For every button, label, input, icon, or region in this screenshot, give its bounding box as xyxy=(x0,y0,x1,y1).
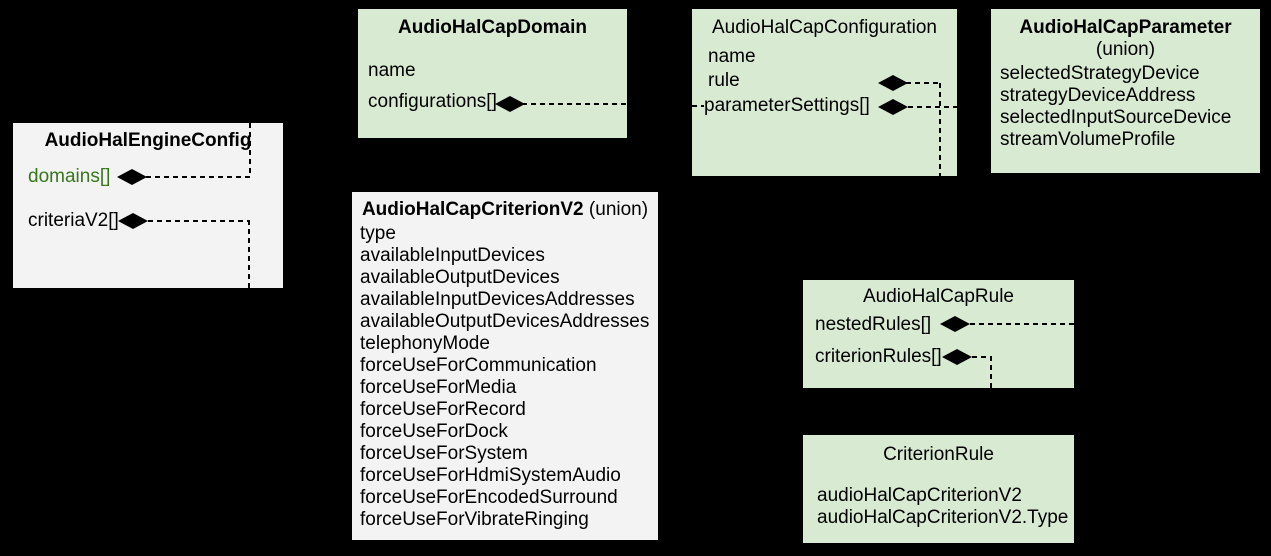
field-force-use-for-system: forceUseForSystem xyxy=(360,443,528,464)
field-stream-volume-profile: streamVolumeProfile xyxy=(1000,129,1176,150)
field-telephony-mode: telephonyMode xyxy=(360,333,490,354)
connector-domains-horizontal xyxy=(146,176,250,178)
field-force-use-for-vibrate-ringing: forceUseForVibrateRinging xyxy=(360,509,589,530)
composition-diamond-icon xyxy=(942,349,972,365)
field-force-use-for-dock: forceUseForDock xyxy=(360,421,508,442)
composition-diamond-icon xyxy=(117,169,147,185)
node-title-main: AudioHalCapCriterionV2 xyxy=(361,199,584,220)
node-title: AudioHalCapConfiguration xyxy=(712,17,937,38)
connector-nested-rules-horizontal xyxy=(970,323,1074,325)
field-strategy-device-address: strategyDeviceAddress xyxy=(1000,85,1196,106)
field-parameter-settings: parameterSettings[] xyxy=(704,95,870,116)
field-criterion-rules: criterionRules[] xyxy=(815,346,942,367)
field-audio-hal-cap-criterion-v2: audioHalCapCriterionV2 xyxy=(817,485,1022,506)
node-audio-hal-cap-domain: AudioHalCapDomain name configurations[] xyxy=(358,9,627,138)
field-force-use-for-hdmi-system-audio: forceUseForHdmiSystemAudio xyxy=(360,465,621,486)
field-nested-rules: nestedRules[] xyxy=(815,314,932,335)
connector-rule-vertical xyxy=(939,83,941,176)
node-audio-hal-cap-criterion-v2: AudioHalCapCriterionV2 (union) type avai… xyxy=(352,192,658,540)
field-configurations: configurations[] xyxy=(368,91,497,112)
node-criterion-rule: CriterionRule audioHalCapCriterionV2 aud… xyxy=(803,435,1074,543)
node-audio-hal-engine-config: AudioHalEngineConfig domains[] criteriaV… xyxy=(13,123,283,288)
field-force-use-for-encoded-surround: forceUseForEncodedSurround xyxy=(360,487,618,508)
composition-diamond-icon xyxy=(940,316,970,332)
connector-rule-horizontal xyxy=(906,82,941,84)
field-criteria-v2: criteriaV2[] xyxy=(28,210,119,231)
field-available-input-devices: availableInputDevices xyxy=(360,245,545,266)
node-title: AudioHalCapDomain xyxy=(398,17,587,38)
connector-criteria-vertical xyxy=(248,220,250,288)
connector-criterion-rules-vertical xyxy=(990,356,992,388)
field-audio-hal-cap-criterion-v2-type: audioHalCapCriterionV2.Type xyxy=(817,507,1069,528)
composition-diamond-icon xyxy=(878,99,908,115)
node-audio-hal-cap-rule: AudioHalCapRule nestedRules[] criterionR… xyxy=(803,280,1074,388)
field-available-output-devices: availableOutputDevices xyxy=(360,267,560,288)
node-subtitle: (union) xyxy=(1095,39,1156,60)
connector-domains-vertical xyxy=(249,123,251,177)
connector-criteria-horizontal xyxy=(148,220,249,222)
field-type: type xyxy=(360,223,396,244)
node-title: AudioHalCapCriterionV2 (union) xyxy=(352,200,658,220)
field-domains: domains[] xyxy=(28,166,111,187)
field-selected-input-source-device: selectedInputSourceDevice xyxy=(1000,107,1232,128)
node-title: AudioHalCapParameter xyxy=(1019,17,1232,38)
node-title: CriterionRule xyxy=(883,444,994,465)
field-selected-strategy-device: selectedStrategyDevice xyxy=(1000,63,1200,84)
field-available-output-devices-addresses: availableOutputDevicesAddresses xyxy=(360,311,650,332)
composition-diamond-icon xyxy=(878,75,908,91)
connector-configurations-horizontal xyxy=(522,103,627,105)
field-rule: rule xyxy=(708,70,740,91)
field-available-input-devices-addresses: availableInputDevicesAddresses xyxy=(360,289,635,310)
node-title-suffix: (union) xyxy=(583,199,649,220)
field-force-use-for-media: forceUseForMedia xyxy=(360,377,517,398)
connector-configurations-entry xyxy=(692,105,704,107)
connector-parameter-settings-horizontal xyxy=(908,106,957,108)
node-audio-hal-cap-parameter: AudioHalCapParameter (union) selectedStr… xyxy=(991,9,1260,173)
connector-criterion-rules-horizontal xyxy=(972,356,992,358)
node-title: AudioHalCapRule xyxy=(862,286,1015,307)
composition-diamond-icon xyxy=(118,213,148,229)
field-force-use-for-communication: forceUseForCommunication xyxy=(360,355,597,376)
field-force-use-for-record: forceUseForRecord xyxy=(360,399,526,420)
field-name: name xyxy=(708,46,756,67)
composition-diamond-icon xyxy=(495,96,525,112)
node-title: AudioHalEngineConfig xyxy=(44,130,252,151)
node-audio-hal-cap-configuration: AudioHalCapConfiguration name rule param… xyxy=(692,9,957,176)
field-name: name xyxy=(368,60,416,81)
